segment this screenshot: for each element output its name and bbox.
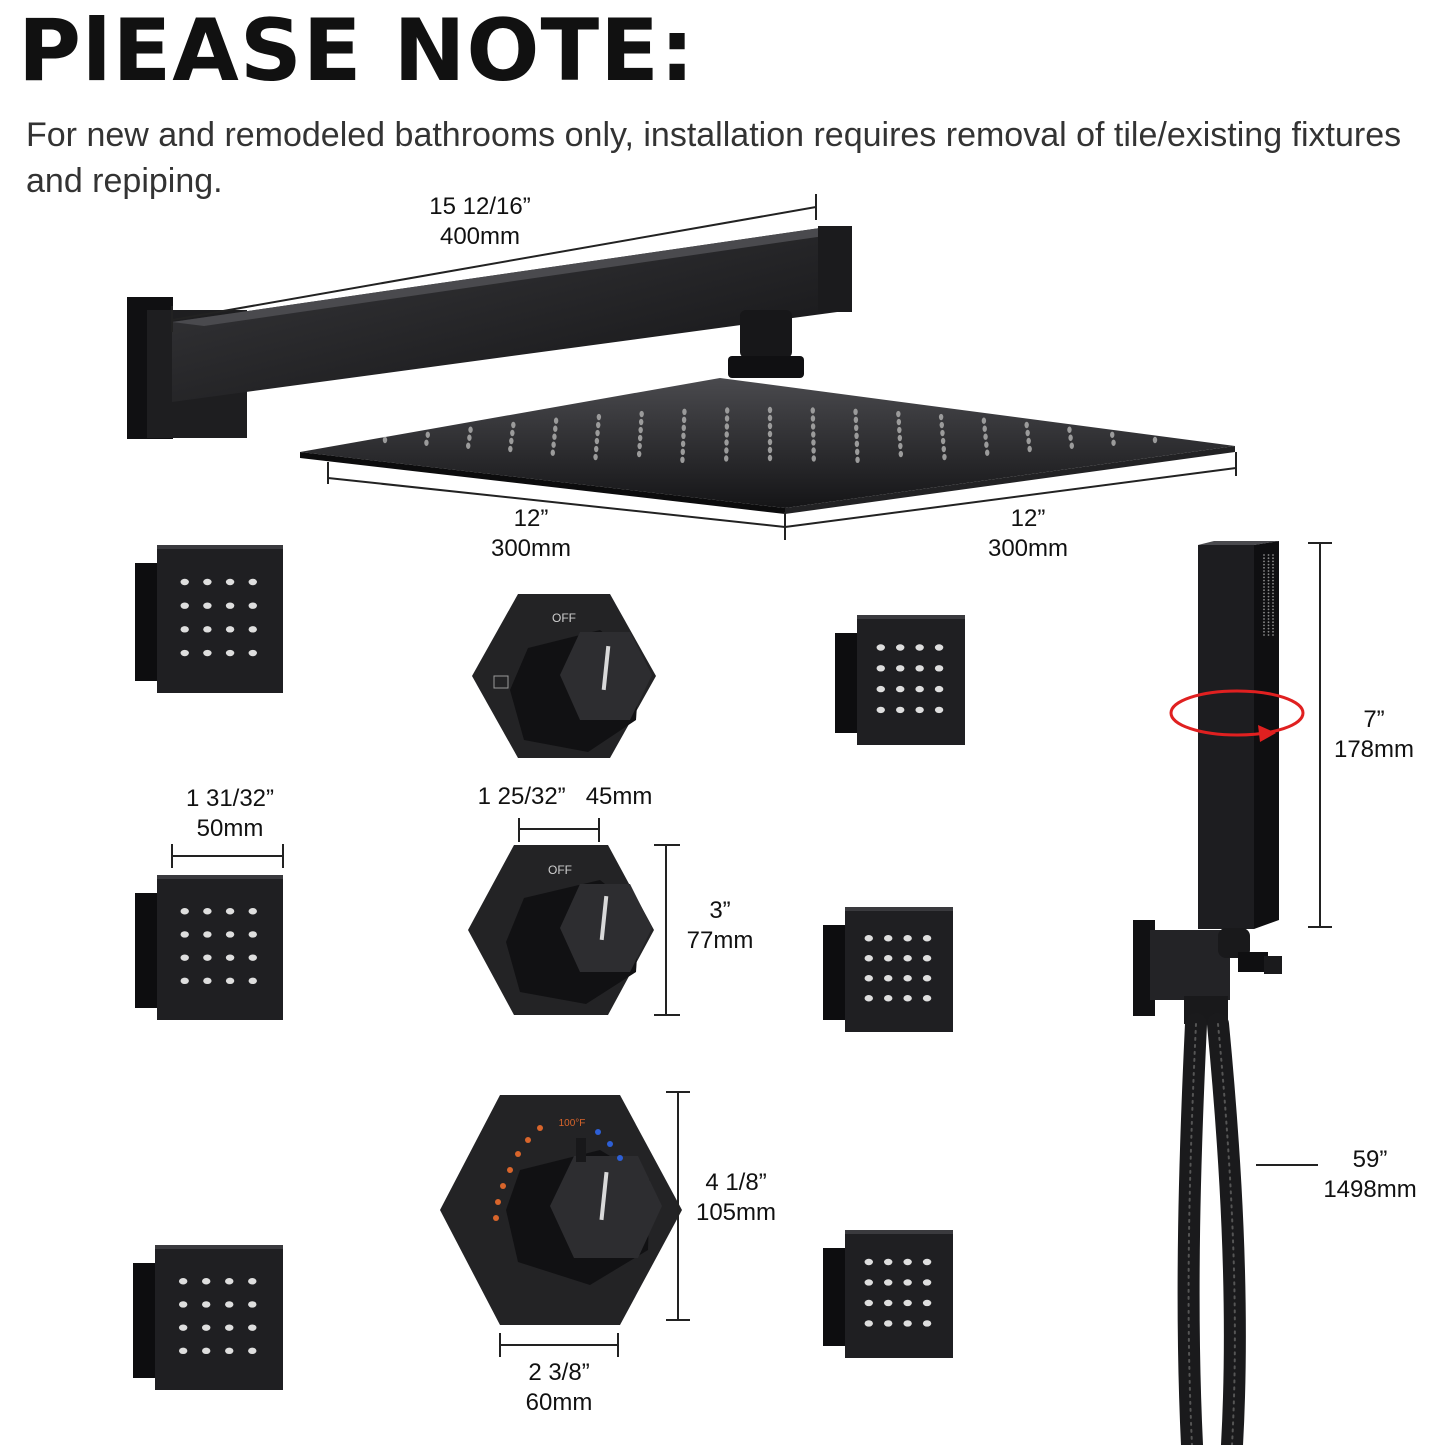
valve-off-label-top: OFF: [552, 611, 576, 625]
arm-dimension-label: 15 12/16” 400mm: [395, 192, 565, 252]
handheld-inch: 7”: [1363, 706, 1385, 733]
handheld-bracket: [1133, 920, 1282, 1024]
hose-inch: 59”: [1352, 1146, 1388, 1173]
rain-shower-head: [300, 378, 1235, 514]
jet-mm: 50mm: [196, 815, 264, 842]
diverter-valve-middle: [468, 845, 654, 1015]
jet-dimension-label: 1 31/32” 50mm: [160, 784, 300, 844]
diverter-width-mm: 45mm: [585, 783, 653, 810]
hose-dimension-label: 59” 1498mm: [1310, 1145, 1430, 1205]
thermostat-height-dimension: [666, 1091, 690, 1321]
thermostat-width-mm: 60mm: [525, 1389, 593, 1416]
hose-mm: 1498mm: [1323, 1176, 1417, 1203]
handheld-mm: 178mm: [1333, 736, 1415, 763]
diverter-height-label: 3” 77mm: [670, 896, 770, 956]
body-jet-right-top: [835, 615, 965, 745]
handheld-dimension-label: 7” 178mm: [1322, 705, 1426, 765]
head-left-mm: 300mm: [490, 535, 572, 562]
arm-inch: 15 12/16”: [429, 193, 531, 220]
diverter-width-inch: 1 25/32”: [477, 783, 566, 810]
thermostatic-valve: [440, 1095, 682, 1325]
diverter-height-dimension: [654, 844, 680, 1016]
body-jet-right-middle: [823, 907, 953, 1032]
handheld-height-dimension: [1308, 542, 1332, 928]
body-jet-left-bottom: [133, 1245, 283, 1390]
arm-mm: 400mm: [439, 223, 521, 250]
diverter-width-dimension: [518, 818, 600, 842]
diverter-valve-top: [472, 594, 656, 758]
diverter-width-label: 1 25/32” 45mm: [460, 782, 670, 812]
head-left-inch: 12”: [513, 505, 549, 532]
shower-arm: [127, 226, 852, 439]
thermostat-width-dimension: [499, 1333, 619, 1357]
thermostat-height-inch: 4 1/8”: [705, 1169, 767, 1196]
jet-dimension-line: [171, 844, 284, 868]
valve-off-label-middle: OFF: [548, 863, 572, 877]
temperature-mark: 100°F: [559, 1118, 586, 1129]
head-dimension-lines: [327, 452, 1237, 540]
body-jet-left-middle: [135, 875, 283, 1020]
head-left-dimension-label: 12” 300mm: [470, 504, 592, 564]
diverter-height-mm: 77mm: [686, 927, 754, 954]
rotation-arrow: [1169, 689, 1305, 737]
body-jet-left-top: [135, 545, 283, 693]
install-note: For new and remodeled bathrooms only, in…: [26, 116, 1402, 200]
diverter-height-inch: 3”: [709, 897, 731, 924]
jet-inch: 1 31/32”: [185, 785, 275, 812]
body-jet-right-bottom: [823, 1230, 953, 1358]
arm-dimension-line: [171, 194, 817, 332]
thermostat-width-inch: 2 3/8”: [528, 1359, 590, 1386]
head-right-dimension-label: 12” 300mm: [967, 504, 1089, 564]
page-title: PlEASE NOTE:: [18, 1, 696, 101]
thermostat-height-mm: 105mm: [695, 1199, 777, 1226]
head-right-mm: 300mm: [987, 535, 1069, 562]
shower-hose: [1177, 1013, 1246, 1445]
rotation-arrowhead: [1258, 725, 1276, 742]
thermostat-height-label: 4 1/8” 105mm: [684, 1168, 788, 1228]
head-right-inch: 12”: [1010, 505, 1046, 532]
thermostat-width-label: 2 3/8” 60mm: [500, 1358, 618, 1418]
